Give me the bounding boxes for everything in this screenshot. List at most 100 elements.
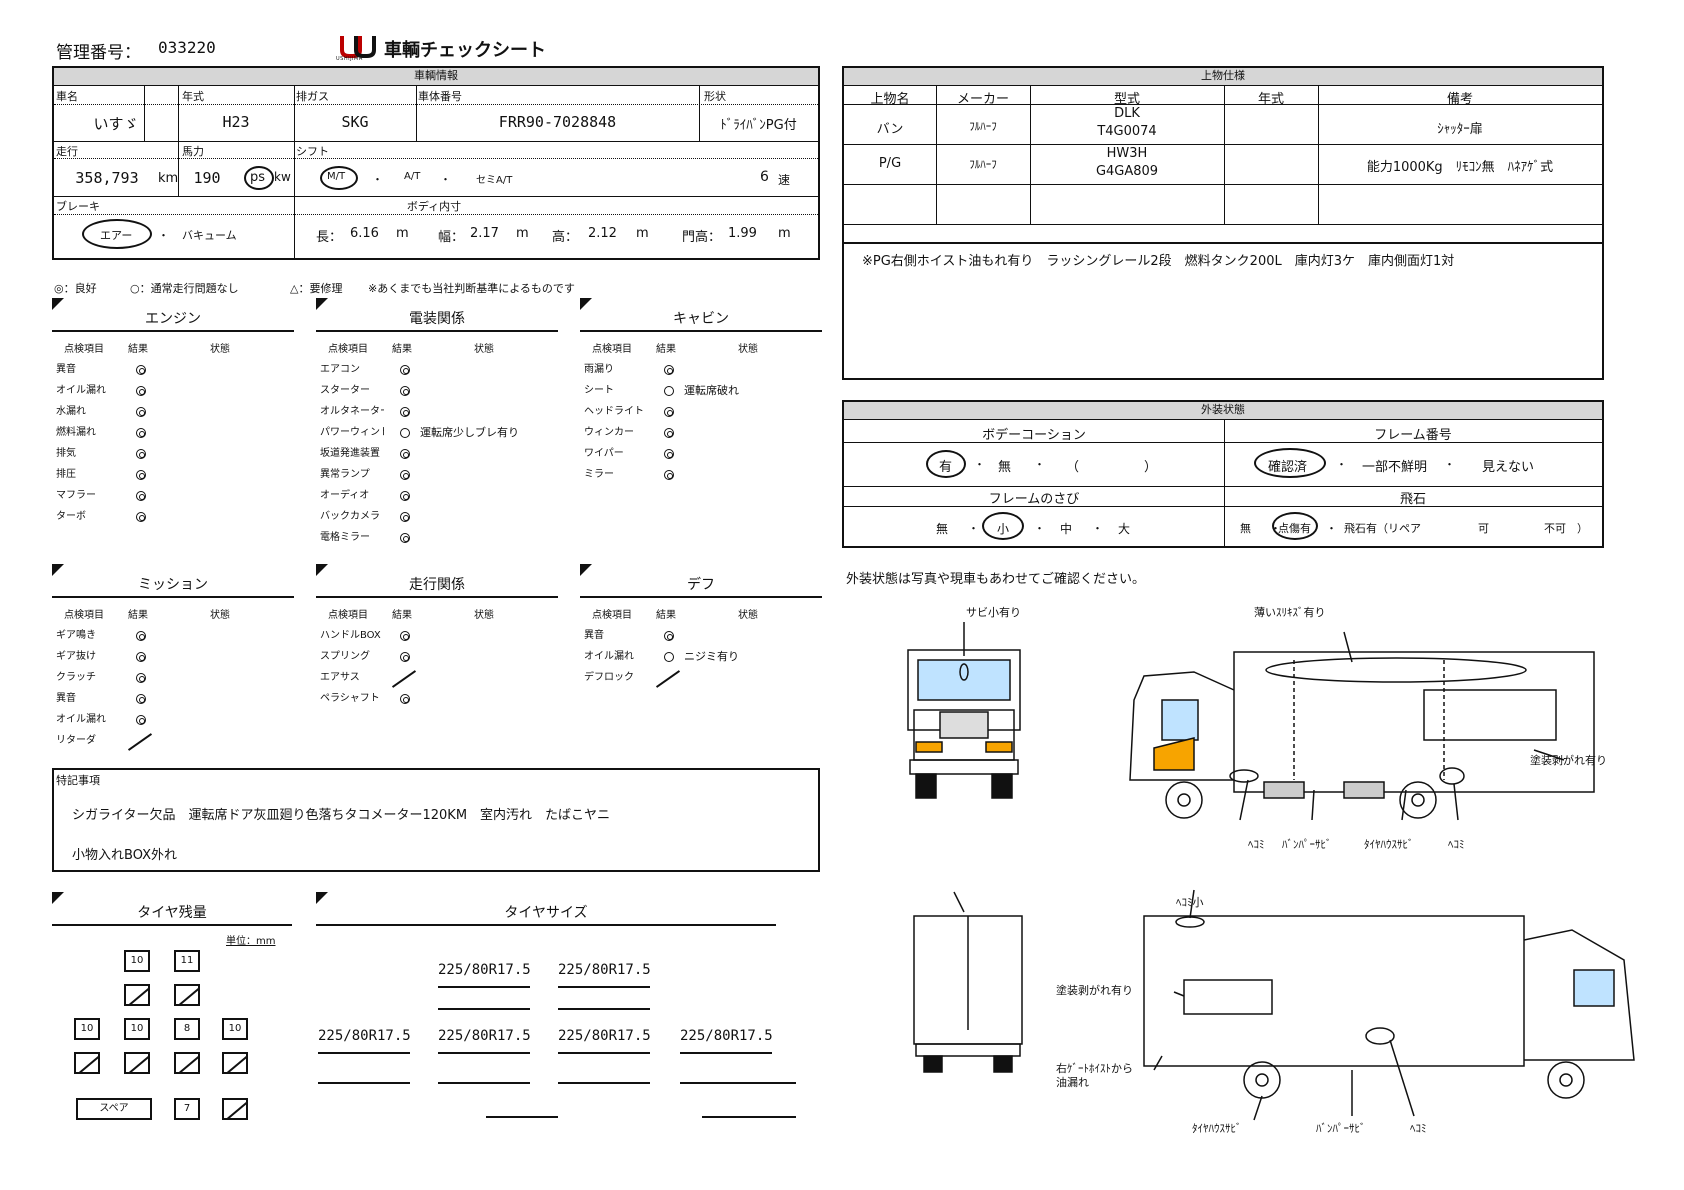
tire-size-front-1: 225/80R17.5 <box>438 962 531 978</box>
mark-good <box>400 386 410 396</box>
ps-circle <box>244 166 274 190</box>
body-door-label: 門高： <box>682 230 722 245</box>
annot-dent-2: ﾍｺﾐ <box>1448 838 1465 851</box>
coating-paren-open: （ <box>1066 460 1080 475</box>
rust-sep-1: ・ <box>968 522 979 535</box>
check-item: ギア鳴き <box>56 630 96 641</box>
col-result: 結果 <box>128 610 148 621</box>
value-power-kw: kw <box>274 170 291 184</box>
check-item: 異常ランプ <box>320 469 370 480</box>
check-row: ミラー <box>584 465 822 485</box>
brake-sep: ・ <box>158 229 169 242</box>
annot-tirehouse-rust-1: ﾀｲﾔﾊｳｽｻﾋﾞ <box>1364 838 1414 851</box>
label-shift: シフト <box>296 145 329 158</box>
truck-left-view <box>1143 889 1635 1121</box>
mark-good <box>400 533 410 543</box>
annot-hoist-leak-1: 右ｹﾞｰﾄﾎｲｽﾄから <box>1056 1062 1133 1075</box>
stone-sep-2: ・ <box>1326 522 1337 535</box>
label-mileage: 走行 <box>56 145 78 158</box>
truck-right-view <box>1129 631 1595 821</box>
upper-header-maker: メーカー <box>956 92 1009 107</box>
frame-partial: 一部不鮮明 <box>1362 460 1428 475</box>
check-row: 排圧 <box>56 465 294 485</box>
frame-invisible: 見えない <box>1482 460 1535 475</box>
body-wid-unit: m <box>516 226 529 241</box>
check-row: リターダ <box>56 731 294 751</box>
legend-ok: ○：通常走行問題なし <box>130 282 239 295</box>
check-item: ミラー <box>584 469 614 480</box>
check-row: ペラシャフト <box>320 689 558 709</box>
mark-good <box>400 631 410 641</box>
tire-remain-flag <box>52 892 64 904</box>
gears-unit: 速 <box>778 173 791 187</box>
section-flag <box>52 564 64 576</box>
stone-chip: 飛石有（リペア <box>1344 522 1421 535</box>
tire-front-right: 11 <box>174 950 200 972</box>
upper-r1-note: ｼｬｯﾀｰ扉 <box>1437 122 1483 137</box>
frame-sep-1: ・ <box>1336 458 1347 471</box>
rust-sep-3: ・ <box>1092 522 1103 535</box>
check-item: ウィンカー <box>584 427 634 438</box>
annot-bumper-rust-2: ﾊﾞﾝﾊﾟｰｻﾋﾞ <box>1316 1122 1366 1135</box>
rust-mid: 中 <box>1060 522 1073 536</box>
check-row: エアコン <box>320 360 558 380</box>
check-row: パワーウィンド運転席少しブレ有り <box>320 423 558 443</box>
check-item: リターダ <box>56 735 96 746</box>
upper-r2-model2: G4GA809 <box>1095 164 1159 179</box>
tire-rear-3: 8 <box>174 1018 200 1040</box>
col-item: 点検項目 <box>592 344 632 355</box>
check-row: 異音 <box>584 626 822 646</box>
stone-scratch-circle <box>1272 512 1318 540</box>
check-item: デフロック <box>584 672 634 683</box>
check-row: バックカメラ <box>320 507 558 527</box>
tire-size-rear-3: 225/80R17.5 <box>558 1028 651 1044</box>
check-row: オーディオ <box>320 486 558 506</box>
check-item: 坂道発進装置 <box>320 448 380 459</box>
check-item: 異音 <box>584 630 604 641</box>
mark-good <box>400 491 410 501</box>
check-item: パワーウィンド <box>320 427 384 438</box>
notes-label: 特記事項 <box>56 774 100 787</box>
mark-good <box>136 386 146 396</box>
section-title: キャビン <box>673 311 729 327</box>
section-flag <box>580 564 592 576</box>
logo: USHIJIMA <box>336 34 378 62</box>
upper-r1-name: バン <box>876 122 904 137</box>
truck-front-view <box>907 622 1021 799</box>
mark-ok <box>400 428 410 438</box>
body-wid: 2.17 <box>470 226 499 241</box>
brake-air: エアー <box>100 229 133 242</box>
shift-sep-1: ・ <box>372 173 383 186</box>
label-maker: 車名 <box>56 90 78 103</box>
check-row: ギア鳴き <box>56 626 294 646</box>
col-item: 点検項目 <box>64 344 104 355</box>
mark-na <box>655 670 681 688</box>
body-hei: 2.12 <box>588 226 617 241</box>
check-row: スターター <box>320 381 558 401</box>
exterior-bar: 外装状態 <box>844 402 1602 420</box>
col-state: 状態 <box>738 610 758 621</box>
mark-good <box>400 407 410 417</box>
upper-header-model: 型式 <box>1113 92 1140 107</box>
section-flag <box>52 298 64 310</box>
check-row: シート運転席破れ <box>584 381 822 401</box>
check-row: 異音 <box>56 360 294 380</box>
logo-text: USHIJIMA <box>336 56 363 62</box>
body-door: 1.99 <box>728 226 757 241</box>
body-hei-unit: m <box>636 226 649 241</box>
check-row: ワイパー <box>584 444 822 464</box>
label-year: 年式 <box>182 90 204 103</box>
check-row: 電格ミラー <box>320 528 558 548</box>
col-result: 結果 <box>656 610 676 621</box>
tire-rear-2-x <box>124 1052 150 1074</box>
value-maker: いすゞ <box>93 115 139 133</box>
tire-size-rear-2: 225/80R17.5 <box>438 1028 531 1044</box>
check-item: ワイパー <box>584 448 624 459</box>
mark-good <box>400 365 410 375</box>
check-item: 異音 <box>56 693 76 704</box>
mark-good <box>400 512 410 522</box>
upper-header-note: 備考 <box>1446 92 1473 107</box>
legend-good: ◎：良好 <box>54 282 97 295</box>
section-title: 電装関係 <box>409 311 465 327</box>
